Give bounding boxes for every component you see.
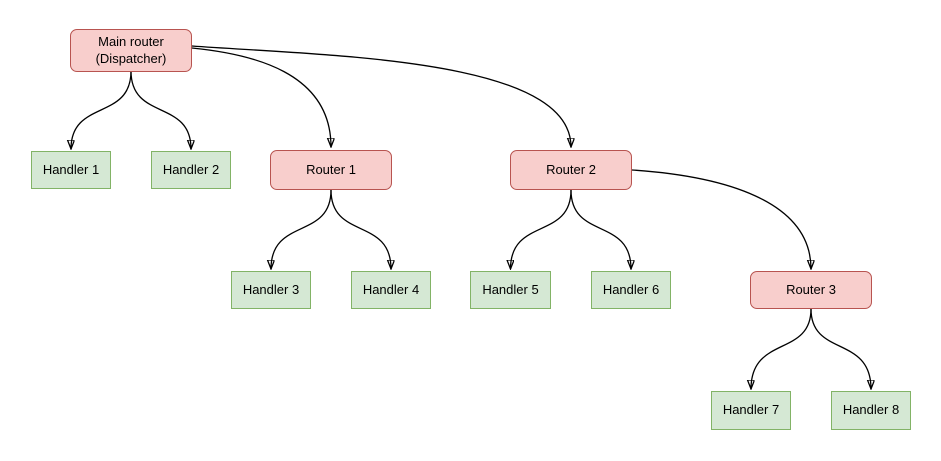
edge-router-2-to-handler-5: [511, 189, 572, 269]
edge-router-3-to-handler-7: [751, 308, 812, 389]
node-router-1: Router 1: [270, 150, 392, 190]
node-handler-4: Handler 4: [351, 271, 431, 309]
edge-router-1-to-handler-3: [271, 189, 332, 269]
edge-main-router-to-handler-2: [130, 70, 191, 149]
edge-router-3-to-handler-8: [810, 308, 871, 389]
node-handler-3: Handler 3: [231, 271, 311, 309]
node-handler-2: Handler 2: [151, 151, 231, 189]
edge-main-router-to-handler-1: [71, 70, 132, 149]
node-router-3: Router 3: [750, 271, 872, 309]
node-handler-1: Handler 1: [31, 151, 111, 189]
node-router-2: Router 2: [510, 150, 632, 190]
edge-main-router-to-router-2: [191, 45, 571, 147]
node-handler-5: Handler 5: [470, 271, 551, 309]
node-handler-8: Handler 8: [831, 391, 911, 430]
node-handler-7: Handler 7: [711, 391, 791, 430]
edge-router-2-to-router-3: [631, 169, 811, 269]
edge-main-router-to-router-1: [191, 47, 331, 147]
node-handler-6: Handler 6: [591, 271, 671, 309]
edge-router-1-to-handler-4: [330, 189, 391, 269]
edge-router-2-to-handler-6: [570, 189, 631, 269]
node-main-router: Main router (Dispatcher): [70, 29, 192, 72]
